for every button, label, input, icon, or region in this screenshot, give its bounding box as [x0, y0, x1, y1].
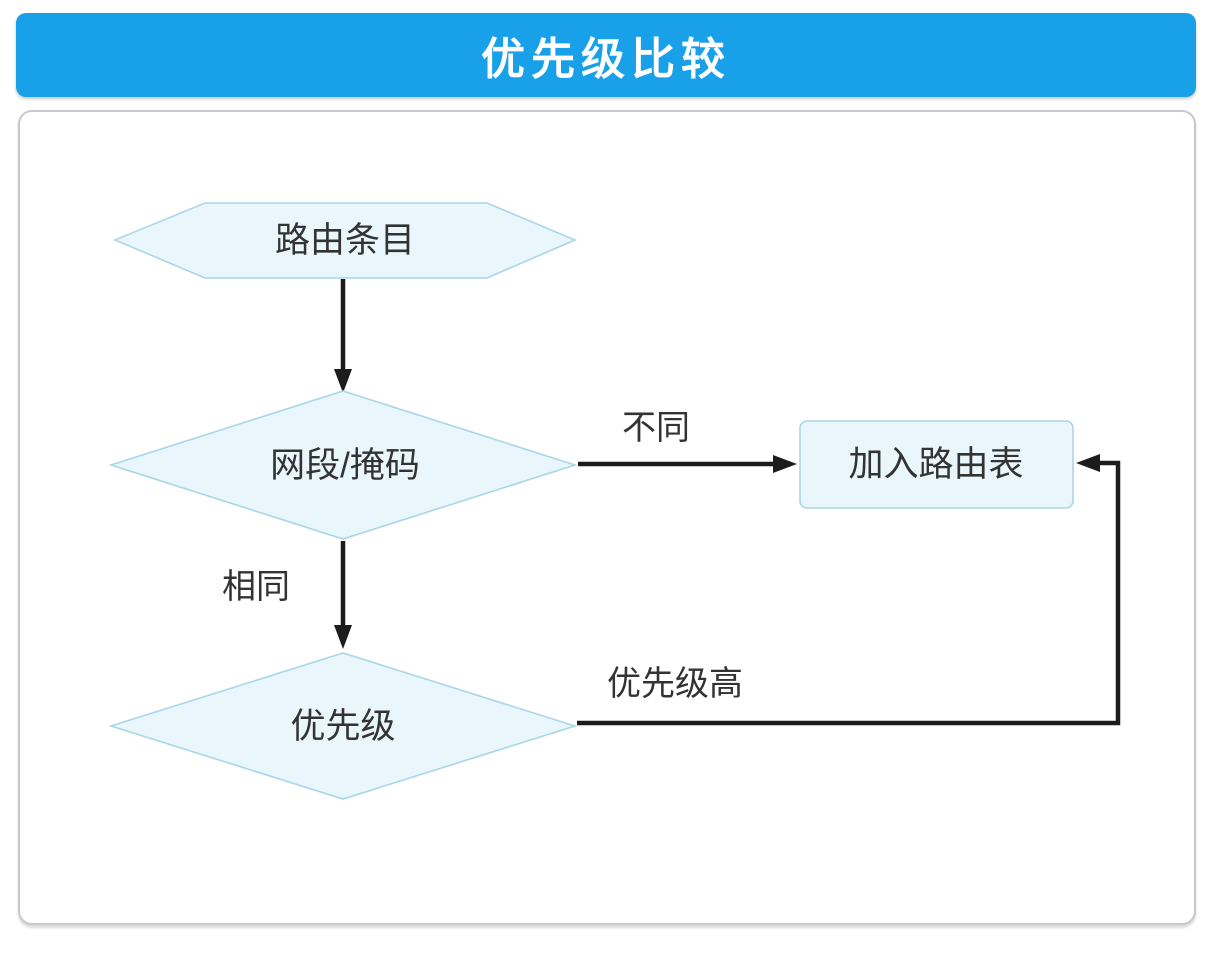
- title-bar: 优先级比较: [16, 13, 1196, 97]
- edge-label-higher-priority: 优先级高: [607, 665, 743, 703]
- diamond-shape: [108, 652, 578, 800]
- node-route-entry: 路由条目: [112, 202, 578, 279]
- arrow-left-icon: [1076, 454, 1100, 472]
- edge-route-entry-to-net-mask-check: [334, 279, 352, 393]
- node-priority-check: 优先级: [108, 652, 578, 800]
- arrow-down-icon: [334, 625, 352, 649]
- node-add-route-table: 加入路由表: [799, 420, 1074, 509]
- edge-line: [577, 460, 1121, 726]
- node-label: 加入路由表: [848, 445, 1023, 484]
- arrow-right-icon: [773, 455, 797, 473]
- edge-net-mask-check-to-priority-check: 相同: [222, 541, 352, 649]
- arrow-down-icon: [334, 369, 352, 393]
- node-net-mask-check: 网段/掩码: [108, 390, 578, 540]
- edge-label-same: 相同: [222, 568, 290, 606]
- hexagon-shape: [112, 202, 578, 279]
- node-label: 网段/掩码: [270, 446, 420, 485]
- edge-priority-check-to-add-route-table: 优先级高: [577, 454, 1121, 726]
- node-label: 优先级: [290, 707, 395, 746]
- diamond-shape: [108, 390, 578, 540]
- edge-net-mask-check-to-add-route-table: 不同: [578, 409, 797, 473]
- edge-label-different: 不同: [622, 409, 690, 447]
- page-title: 优先级比较: [481, 35, 731, 84]
- rect-shape: [799, 420, 1074, 509]
- node-label: 路由条目: [275, 221, 415, 260]
